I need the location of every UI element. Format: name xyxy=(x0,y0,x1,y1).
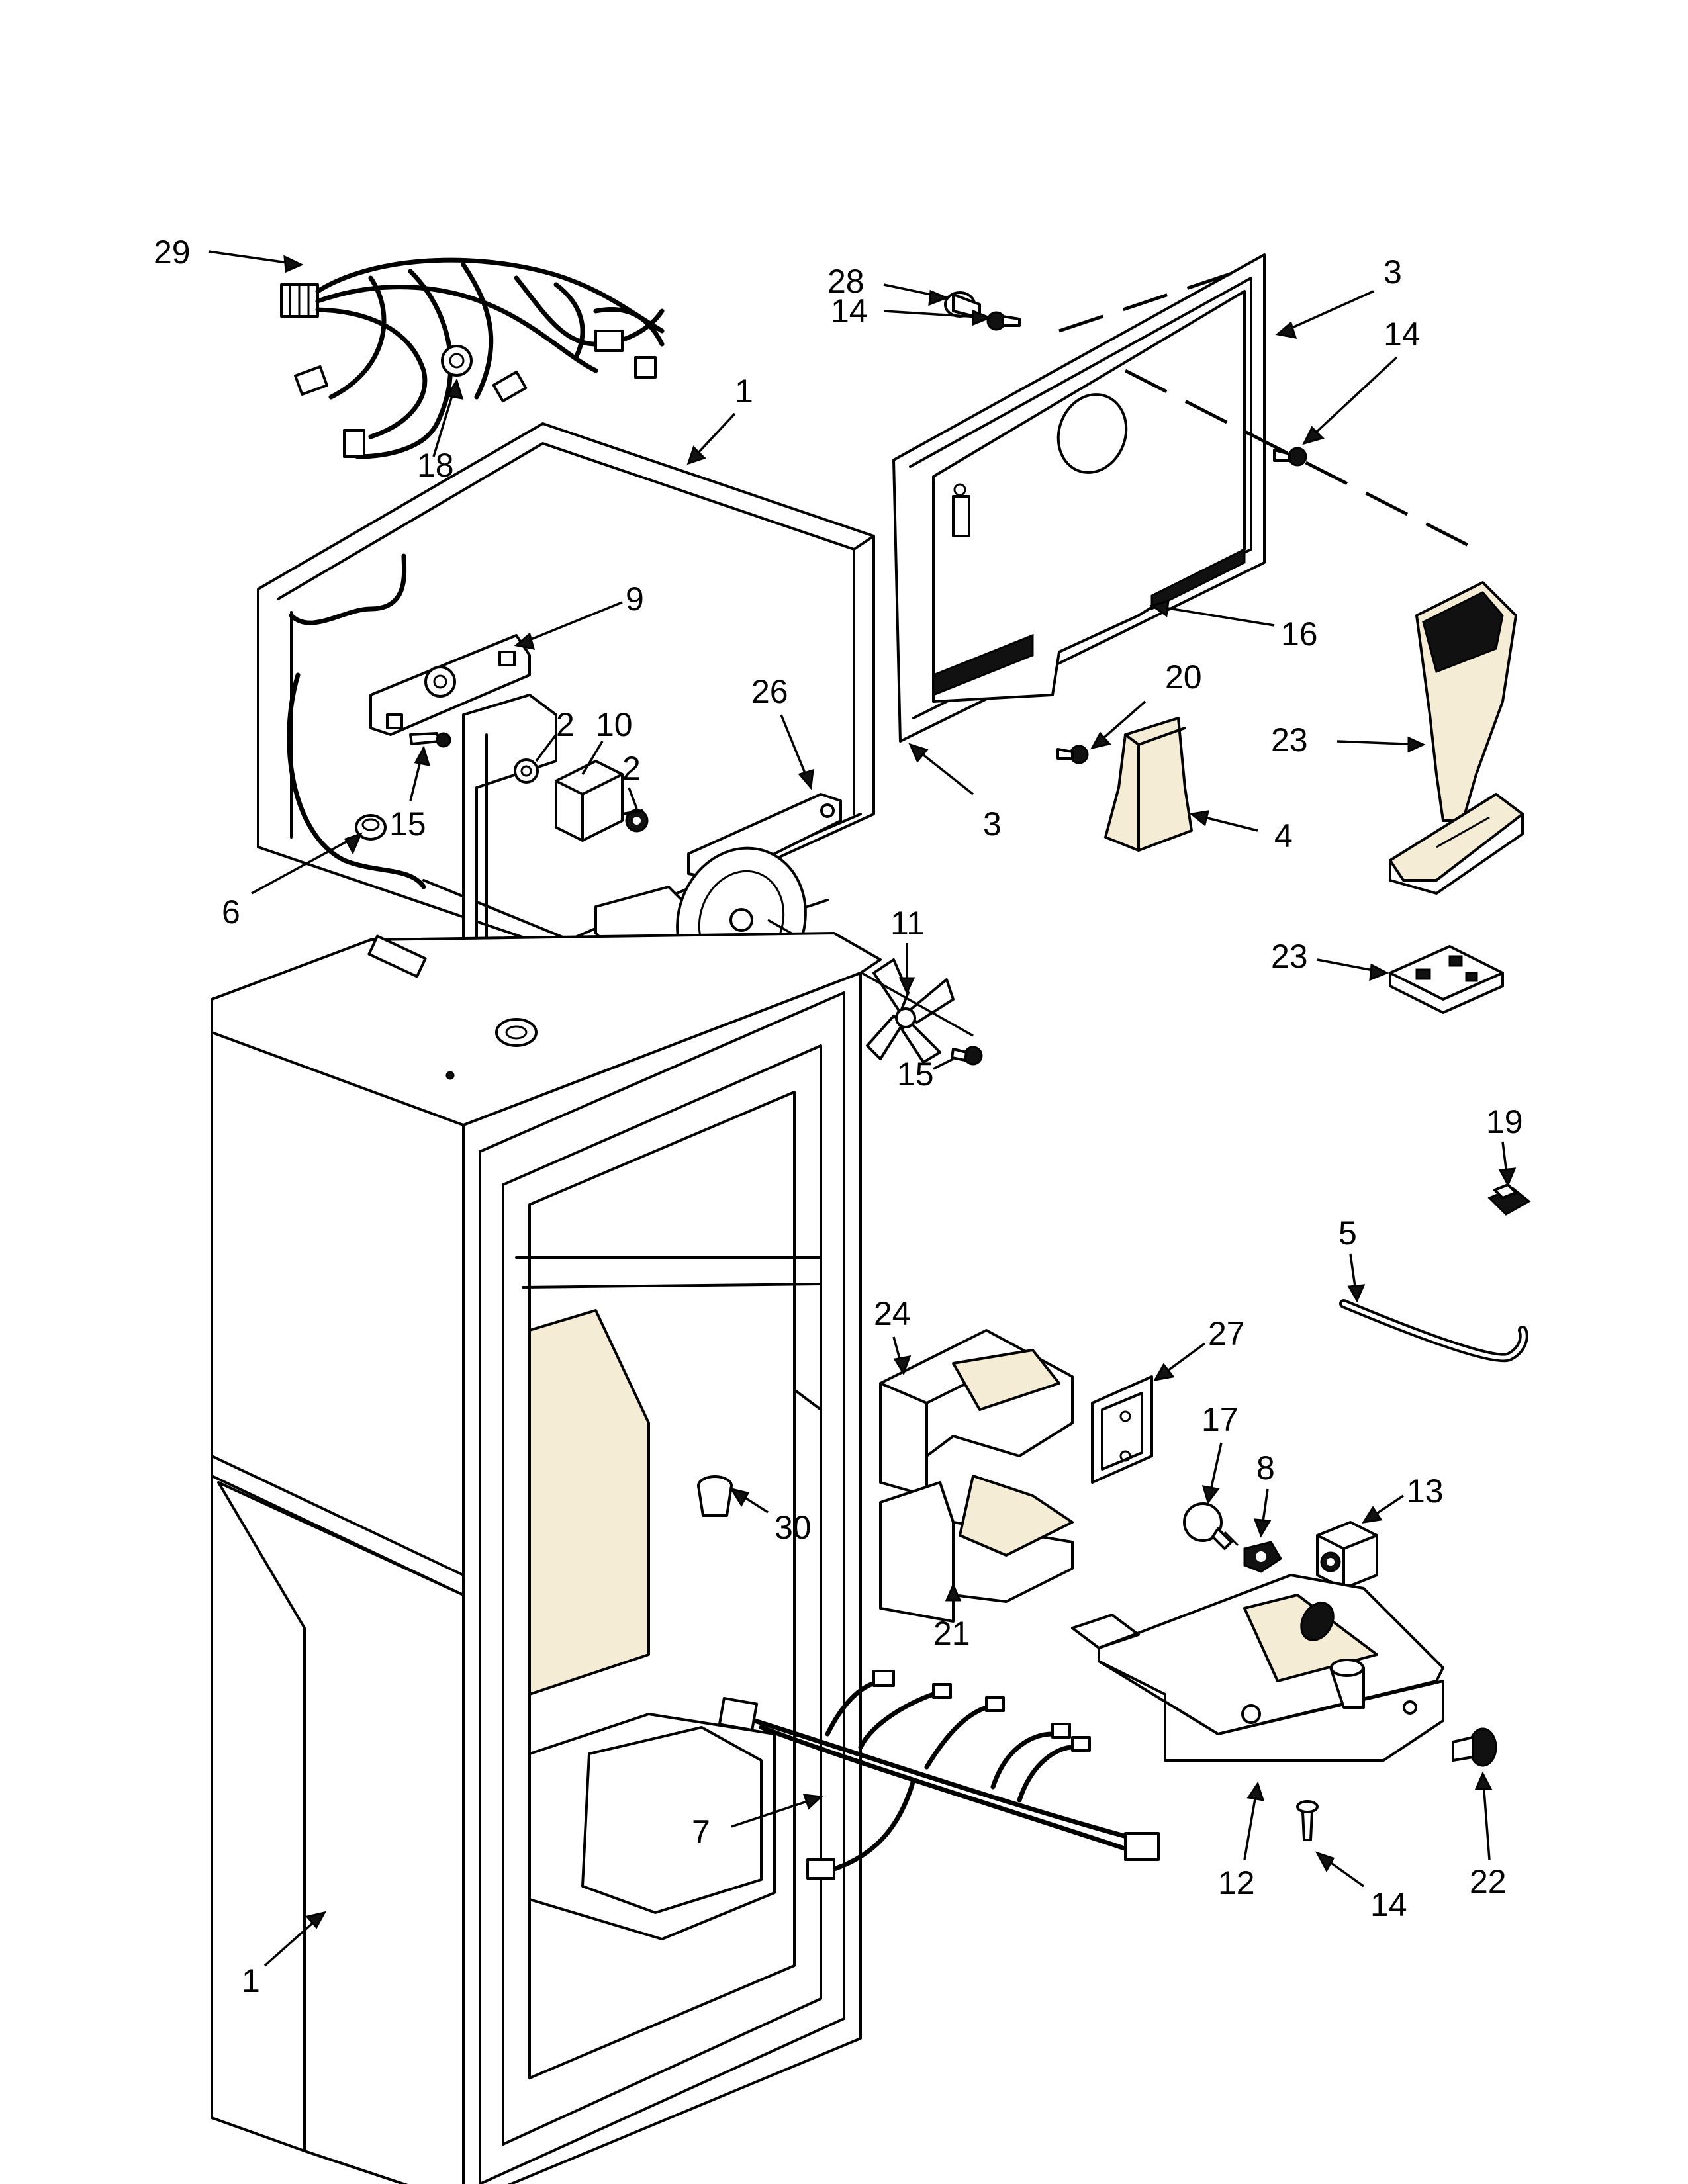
bracket-24 xyxy=(879,1329,1074,1497)
panel-3 xyxy=(892,253,1477,743)
switch-13 xyxy=(1316,1521,1378,1590)
callout-1-upper: 1 xyxy=(735,373,753,410)
gasket-27 xyxy=(1091,1375,1153,1484)
screw-20 xyxy=(1056,745,1089,764)
callout-14-upper: 14 xyxy=(831,293,868,330)
callout-19: 19 xyxy=(1486,1103,1523,1140)
grommet-2a xyxy=(514,758,539,784)
callout-23-upper: 23 xyxy=(1271,721,1308,758)
screw-15a xyxy=(409,732,451,748)
callout-3-upper: 3 xyxy=(1383,253,1402,291)
callout-24: 24 xyxy=(874,1295,911,1332)
clip-19 xyxy=(1487,1183,1531,1216)
screw-15b xyxy=(951,1046,983,1066)
screw-14c xyxy=(1296,1800,1319,1841)
knob-6 xyxy=(355,814,387,841)
callout-7: 7 xyxy=(692,1813,710,1850)
light-bulb-17 xyxy=(1183,1502,1239,1550)
knob-22 xyxy=(1452,1727,1497,1767)
callout-8: 8 xyxy=(1256,1449,1275,1486)
callout-30: 30 xyxy=(774,1509,812,1546)
leader-lines xyxy=(208,250,1517,1967)
control-10 xyxy=(555,760,643,842)
callout-22: 22 xyxy=(1470,1863,1507,1900)
callout-16: 16 xyxy=(1281,615,1318,653)
callout-29: 29 xyxy=(154,234,191,271)
callout-14-lower: 14 xyxy=(1370,1886,1407,1923)
control-board-23 xyxy=(1389,945,1504,1014)
housing-4 xyxy=(1104,717,1193,852)
control-housing-23 xyxy=(1389,581,1524,895)
callout-10: 10 xyxy=(596,706,633,743)
callout-12: 12 xyxy=(1218,1864,1255,1901)
callout-3-lower: 3 xyxy=(983,805,1002,842)
light-housing-12 xyxy=(1071,1574,1444,1762)
bracket-21 xyxy=(879,1475,1074,1623)
callout-2-lower: 2 xyxy=(622,750,641,787)
callout-14-right: 14 xyxy=(1383,316,1421,353)
callout-6: 6 xyxy=(222,893,240,931)
callout-2-upper: 2 xyxy=(556,706,575,743)
callout-5: 5 xyxy=(1338,1214,1357,1251)
callout-18: 18 xyxy=(417,447,454,484)
socket-8 xyxy=(1243,1541,1283,1573)
wire-harness-7 xyxy=(718,1670,1160,1880)
screw-14a xyxy=(986,311,1021,331)
grommet-2b xyxy=(625,809,649,833)
cabinet-1 xyxy=(211,932,882,2184)
callout-23-lower: 23 xyxy=(1271,938,1308,975)
callout-26: 26 xyxy=(751,673,788,710)
callout-17: 17 xyxy=(1201,1401,1239,1438)
callout-15-upper: 15 xyxy=(389,805,426,842)
freezer-liner-1 xyxy=(257,422,875,954)
callout-labels: 29 18 1 9 26 10 2 2 15 6 11 15 28 14 3 1… xyxy=(154,234,1523,1999)
plug-30 xyxy=(697,1475,733,1517)
tube-5 xyxy=(1339,1299,1528,1363)
callout-20: 20 xyxy=(1165,659,1202,696)
screw-14b xyxy=(1273,447,1307,467)
callout-27: 27 xyxy=(1208,1315,1245,1352)
callout-13: 13 xyxy=(1407,1473,1444,1510)
callout-28: 28 xyxy=(827,263,865,300)
callout-15-lower: 15 xyxy=(897,1056,934,1093)
wire-harness-29 xyxy=(280,257,665,459)
callout-1-lower: 1 xyxy=(242,1962,260,1999)
callout-9: 9 xyxy=(626,580,644,617)
callout-4: 4 xyxy=(1274,817,1293,854)
bracket-9 xyxy=(369,634,531,736)
callout-11: 11 xyxy=(890,905,925,942)
callout-21: 21 xyxy=(933,1615,970,1652)
